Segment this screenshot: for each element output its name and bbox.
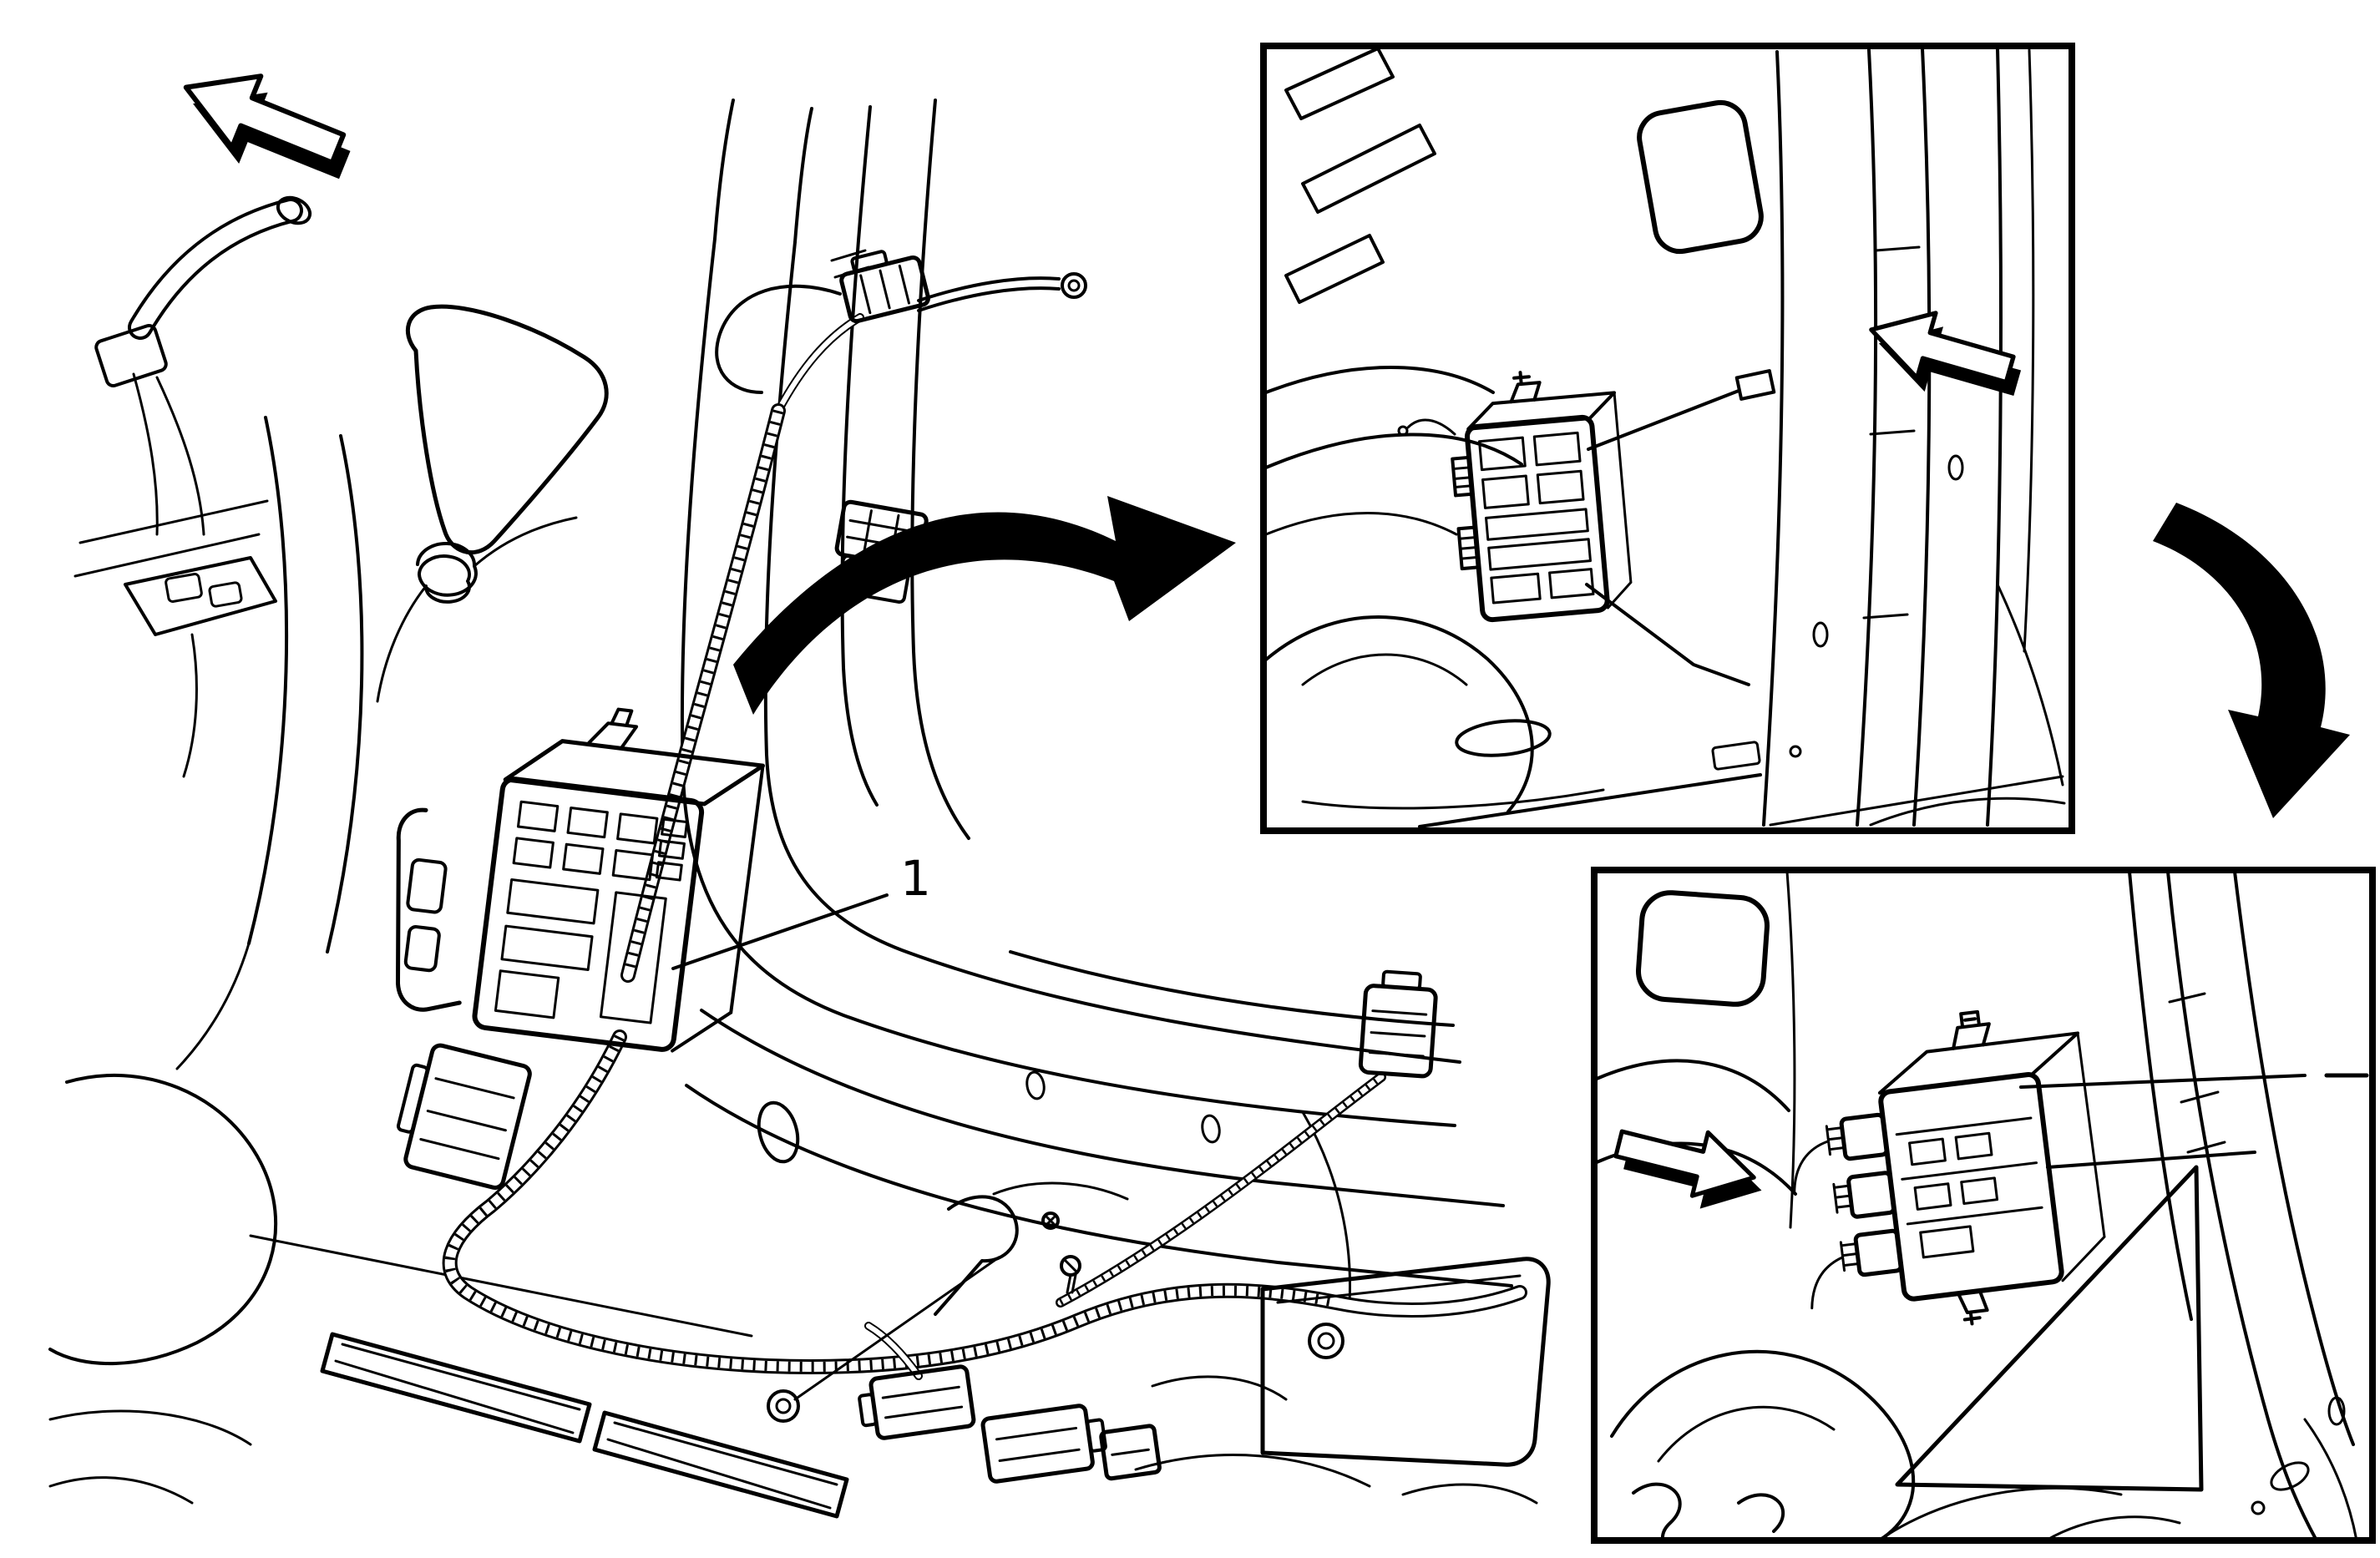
inset-bottom-body-lines: [1595, 870, 2181, 1540]
inset-top-opening: [1637, 99, 1764, 255]
connectors-bottom-center: [858, 1364, 1162, 1484]
inset-bottom-opening: [1636, 890, 1770, 1007]
leader-upper: [2019, 1074, 2307, 1089]
connector-a: [839, 250, 930, 324]
vehicle-body-outline: [249, 99, 1513, 1338]
callout-1-leader: [671, 893, 889, 970]
inset-bottom-content: [1595, 870, 2369, 1540]
coiled-wire: [416, 542, 478, 604]
retainer-clip: [1952, 1009, 1991, 1050]
harness-loop: [715, 284, 842, 394]
inset-top-junction-block: [1451, 371, 1633, 623]
mount-slot: [1734, 369, 1776, 401]
inset-bottom-view: [1591, 867, 2376, 1544]
inset-top-hatching: [1284, 47, 1436, 304]
zoom-arrow-top-icon: [733, 496, 1236, 715]
connector-c1: [858, 1364, 976, 1440]
connector-c3: [1099, 1424, 1162, 1481]
connector-mid-right: [1358, 969, 1438, 1079]
leader-to-slot: [1587, 389, 1740, 451]
inset-top-pillar: [1762, 47, 2064, 827]
rear-floor-tray: [1134, 1257, 1551, 1505]
junction-block-component-1: [395, 707, 766, 1053]
bracket-panel: [1895, 1165, 2204, 1492]
main-view: 1: [48, 52, 1551, 1519]
harness-floor-run: [442, 1029, 1527, 1380]
zoom-arrow-bottom-icon: [2153, 503, 2350, 818]
inset-bottom-module: [1793, 1009, 2106, 1326]
connector-below-module: [396, 1043, 532, 1190]
grommet: [767, 1389, 800, 1423]
inset-top-view: [1260, 43, 2075, 834]
inset-top-content: [1264, 47, 2066, 828]
lower-clip: [1956, 1289, 1989, 1326]
floor-rib-panels: [320, 1332, 849, 1519]
harness-clip-and-fasteners: [767, 1195, 1081, 1423]
steering-column: [73, 195, 312, 578]
parking-brake-bracket: [124, 556, 277, 778]
seat-base: [48, 1073, 278, 1505]
module-side-connectors: [1793, 1112, 1903, 1310]
inset-top-frame: [1260, 43, 2075, 834]
ring-terminal: [1061, 272, 1087, 299]
retainer-clip: [1509, 371, 1542, 404]
mounting-bracket: [395, 807, 462, 1012]
callout-1-label: 1: [900, 850, 931, 907]
leader-to-anchor: [1585, 583, 1750, 686]
inset-top-body-lines: [1264, 366, 2066, 828]
fuse-grid: [494, 800, 689, 1024]
center-console: [175, 416, 364, 1070]
quarter-window-opening: [405, 304, 609, 555]
leader-lower: [2046, 1151, 2256, 1169]
retainer-clip: [587, 707, 639, 749]
bolt: [1041, 1211, 1060, 1230]
inset-bottom-frame: [1591, 867, 2376, 1544]
inset-bottom-pillar: [2128, 870, 2358, 1540]
